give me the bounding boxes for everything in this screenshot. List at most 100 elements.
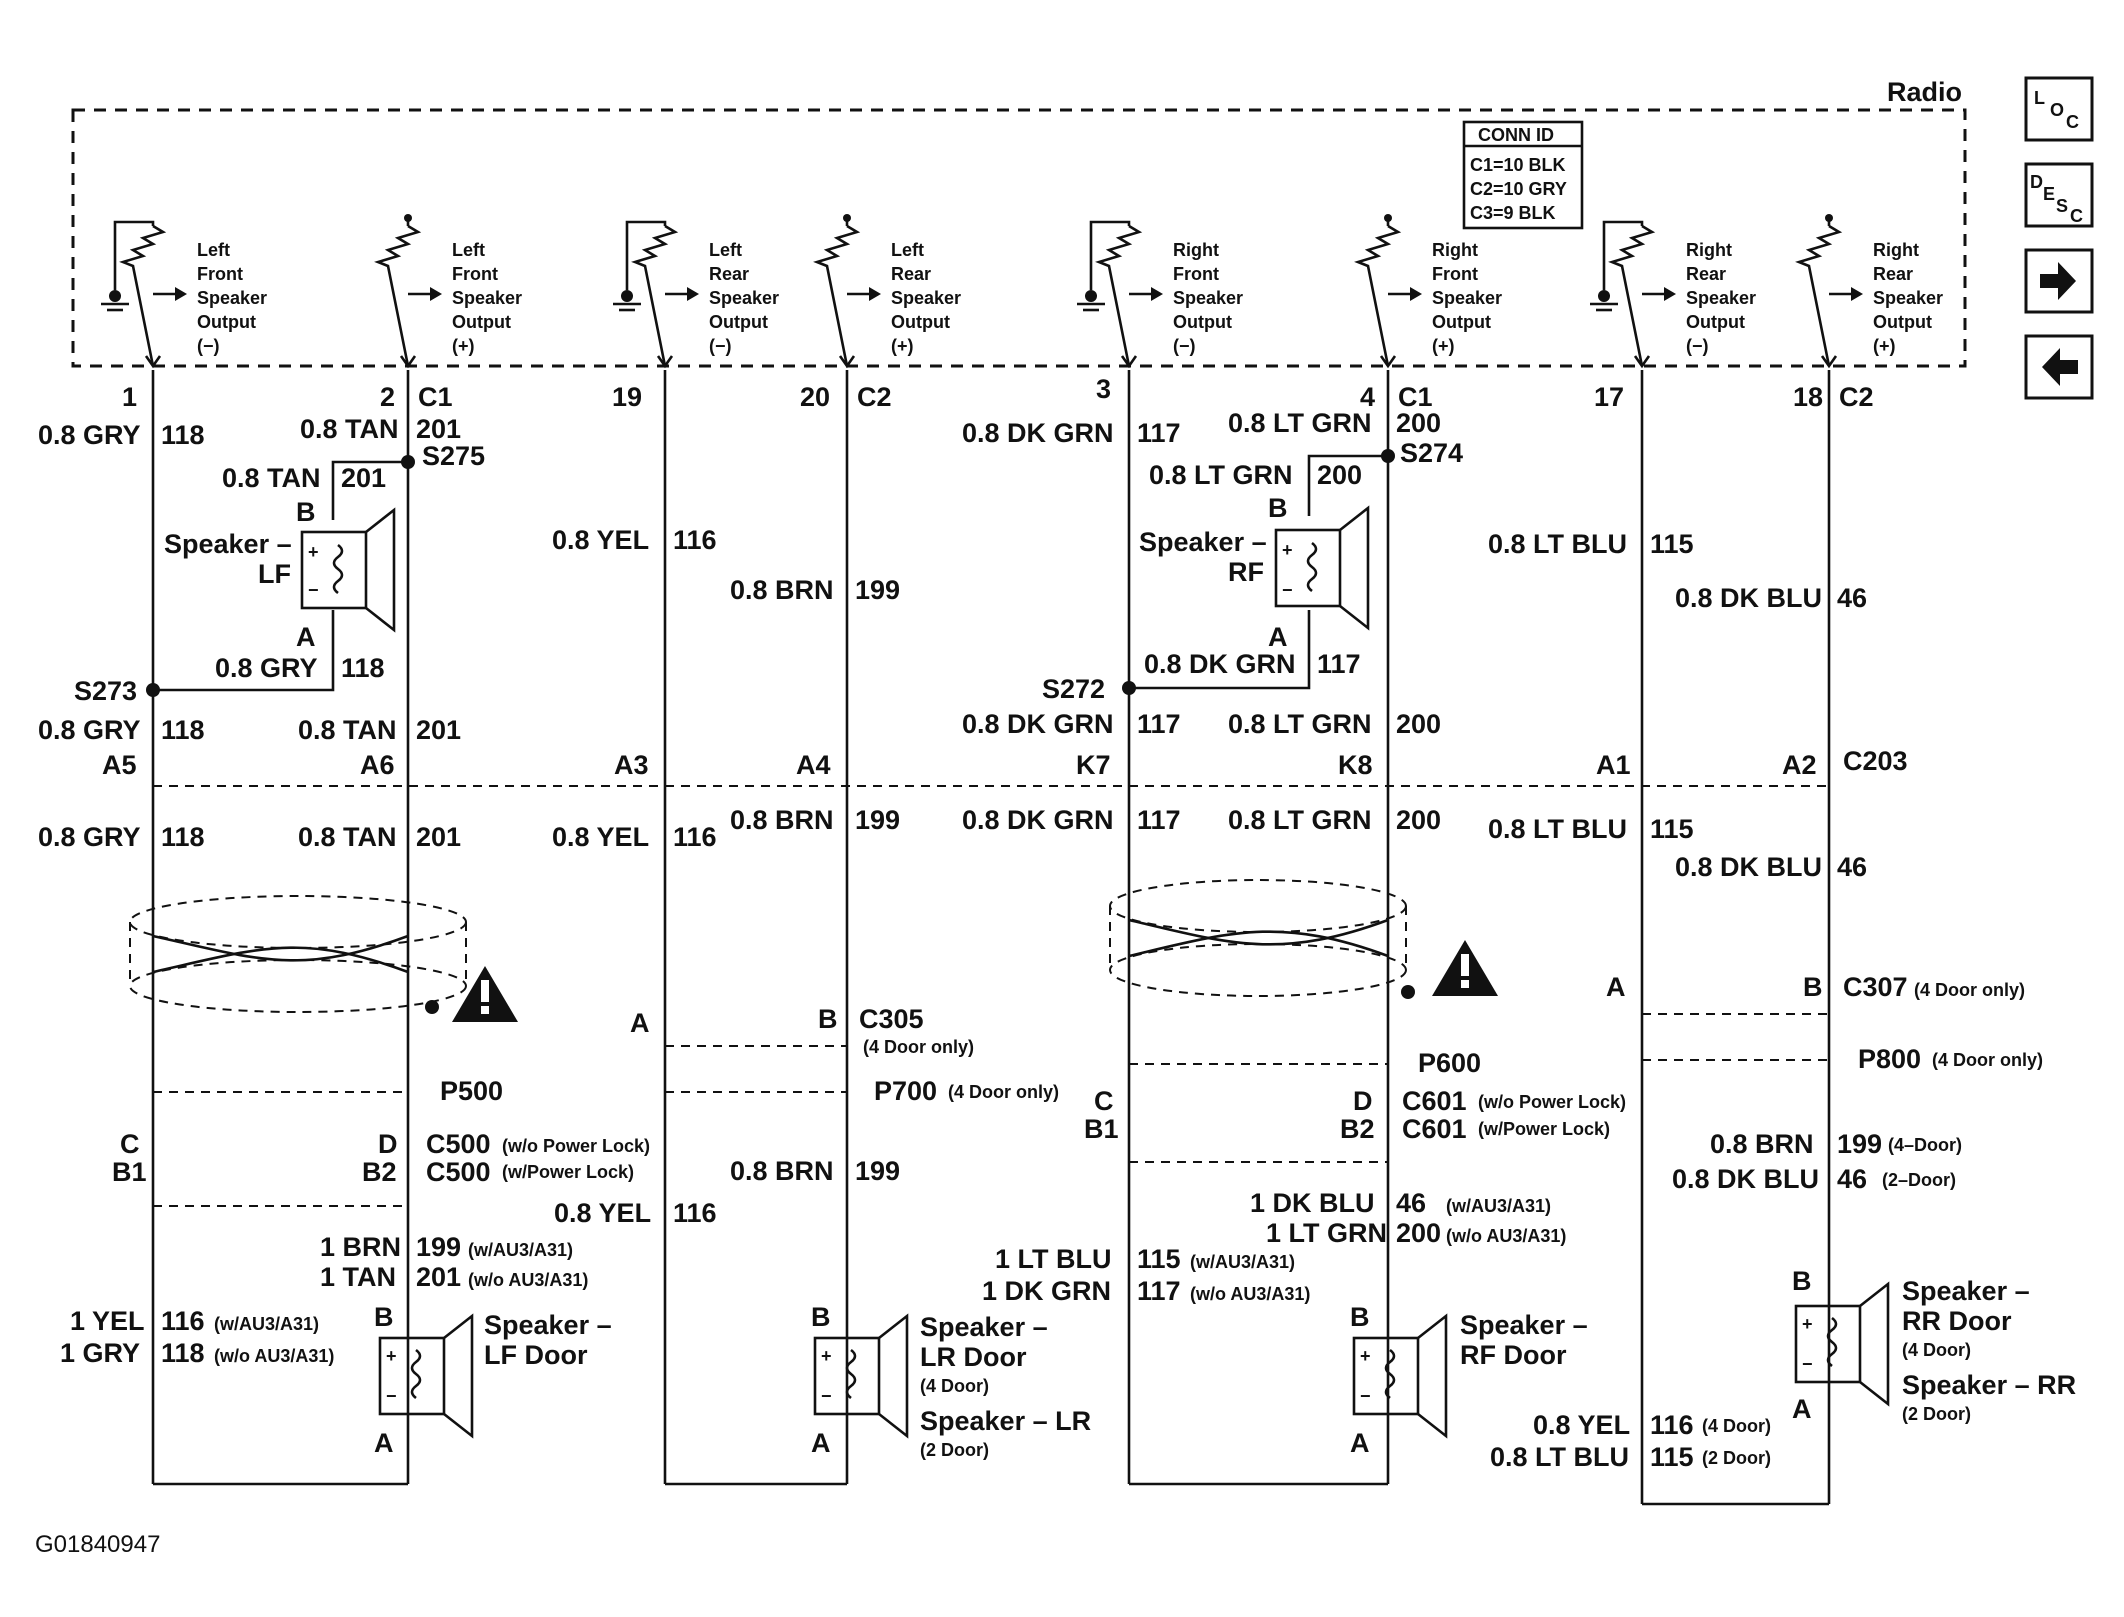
svg-text:P700: P700 xyxy=(874,1076,937,1106)
svg-text:0.8 DK GRN: 0.8 DK GRN xyxy=(962,418,1114,448)
svg-text:+: + xyxy=(821,1346,832,1366)
svg-text:201: 201 xyxy=(416,715,461,745)
svg-text:P500: P500 xyxy=(440,1076,503,1106)
svg-text:0.8 DK BLU: 0.8 DK BLU xyxy=(1675,583,1822,613)
next-arrow-button[interactable] xyxy=(2024,248,2094,314)
svg-text:(w/AU3/A31): (w/AU3/A31) xyxy=(214,1314,319,1334)
radio-title: Radio xyxy=(1887,77,1962,107)
svg-text:18: 18 xyxy=(1793,382,1823,412)
svg-text:B: B xyxy=(1803,972,1823,1002)
svg-text:0.8 LT GRN: 0.8 LT GRN xyxy=(1228,709,1372,739)
svg-text:+: + xyxy=(1802,1314,1813,1334)
svg-text:0.8 LT GRN: 0.8 LT GRN xyxy=(1228,408,1372,438)
output-label-line: Rear xyxy=(1686,264,1726,284)
svg-text:Speaker –: Speaker – xyxy=(1902,1276,2030,1306)
svg-text:C601: C601 xyxy=(1402,1086,1467,1116)
svg-text:117: 117 xyxy=(1137,805,1181,835)
diagram-id: G01840947 xyxy=(35,1531,160,1558)
svg-text:−: − xyxy=(1282,580,1293,600)
svg-text:D: D xyxy=(2030,172,2043,192)
c305-connector: A B C305 (4 Door only) xyxy=(630,1004,974,1057)
svg-text:0.8 TAN: 0.8 TAN xyxy=(298,822,397,852)
svg-text:0.8 DK GRN: 0.8 DK GRN xyxy=(1144,649,1296,679)
svg-text:A1: A1 xyxy=(1596,750,1631,780)
output-label-line: (−) xyxy=(197,336,220,356)
output-label-line: (+) xyxy=(1873,336,1896,356)
svg-text:0.8 GRY: 0.8 GRY xyxy=(38,715,141,745)
svg-text:117: 117 xyxy=(1137,418,1181,448)
svg-text:B: B xyxy=(1350,1302,1370,1332)
svg-text:A3: A3 xyxy=(614,750,649,780)
svg-text:C307: C307 xyxy=(1843,972,1908,1002)
svg-text:0.8 BRN: 0.8 BRN xyxy=(1710,1129,1814,1159)
wires xyxy=(151,370,1831,1506)
output-label-line: (−) xyxy=(709,336,732,356)
speaker-lr-door: + − B A Speaker – LR Door (4 Door) Speak… xyxy=(811,1302,1091,1460)
output-label-line: Front xyxy=(1173,264,1219,284)
output-label-line: Rear xyxy=(709,264,749,284)
svg-text:(2 Door): (2 Door) xyxy=(920,1440,989,1460)
svg-text:C500: C500 xyxy=(426,1157,491,1187)
output-label-line: Output xyxy=(891,312,950,332)
svg-text:46: 46 xyxy=(1837,1164,1867,1194)
c601-connector: C B1 D B2 C601 (w/o Power Lock) C601 (w/… xyxy=(1084,1086,1626,1163)
lower-wire-labels: 0.8 GRY 118 0.8 TAN 201 0.8 YEL 116 0.8 … xyxy=(38,805,1867,882)
svg-text:Speaker – LR: Speaker – LR xyxy=(920,1406,1091,1436)
svg-text:4: 4 xyxy=(1360,382,1375,412)
svg-text:S: S xyxy=(2056,196,2068,216)
svg-text:0.8 YEL: 0.8 YEL xyxy=(554,1198,651,1228)
svg-text:C: C xyxy=(2070,206,2083,226)
output-label-line: Speaker xyxy=(709,288,779,308)
door-wire-labels: 1 BRN 199 (w/AU3/A31) 1 TAN 201 (w/o AU3… xyxy=(60,1129,1962,1472)
loc-button[interactable]: LOC xyxy=(2024,76,2094,142)
svg-text:C1: C1 xyxy=(418,382,453,412)
output-label-line: Left xyxy=(891,240,924,260)
prev-arrow-button[interactable] xyxy=(2024,334,2094,400)
output-label-line: Front xyxy=(197,264,243,284)
svg-text:P600: P600 xyxy=(1418,1048,1481,1078)
output-label-line: Right xyxy=(1173,240,1219,260)
svg-text:P800: P800 xyxy=(1858,1044,1921,1074)
output-label-line: Left xyxy=(452,240,485,260)
svg-text:0.8 GRY: 0.8 GRY xyxy=(38,420,141,450)
svg-text:116: 116 xyxy=(673,822,717,852)
svg-text:199: 199 xyxy=(855,805,900,835)
svg-text:Speaker –: Speaker – xyxy=(1460,1310,1588,1340)
svg-text:C2=10 GRY: C2=10 GRY xyxy=(1470,179,1567,199)
svg-text:A5: A5 xyxy=(102,750,137,780)
output-label-line: Output xyxy=(1173,312,1232,332)
output-label-line: Output xyxy=(452,312,511,332)
svg-text:B1: B1 xyxy=(112,1157,147,1187)
speaker-rr-door: + − B A Speaker – RR Door (4 Door) Speak… xyxy=(1792,1266,2076,1424)
svg-text:0.8 LT BLU: 0.8 LT BLU xyxy=(1488,529,1627,559)
twisted-pair-left xyxy=(129,895,518,1022)
svg-text:−: − xyxy=(308,580,319,600)
svg-text:(w/o AU3/A31): (w/o AU3/A31) xyxy=(214,1346,334,1366)
speaker-lf: + − Speaker – LF B A 0.8 TAN 201 0.8 GRY… xyxy=(74,441,485,706)
svg-text:C305: C305 xyxy=(859,1004,924,1034)
output-label-line: Rear xyxy=(891,264,931,284)
svg-text:(4 Door): (4 Door) xyxy=(920,1376,989,1396)
svg-text:A4: A4 xyxy=(796,750,831,780)
c307-connector: A B C307 (4 Door only) xyxy=(1606,972,2025,1015)
svg-text:201: 201 xyxy=(416,414,461,444)
svg-text:46: 46 xyxy=(1396,1188,1426,1218)
output-label-line: Speaker xyxy=(452,288,522,308)
svg-text:LR Door: LR Door xyxy=(920,1342,1027,1372)
svg-text:200: 200 xyxy=(1396,408,1441,438)
svg-text:C: C xyxy=(2066,112,2079,132)
svg-text:C1=10 BLK: C1=10 BLK xyxy=(1470,155,1566,175)
svg-text:A: A xyxy=(296,622,316,652)
svg-text:0.8 GRY: 0.8 GRY xyxy=(38,822,141,852)
svg-text:0.8 DK GRN: 0.8 DK GRN xyxy=(962,709,1114,739)
svg-text:S272: S272 xyxy=(1042,674,1105,704)
svg-text:L: L xyxy=(2034,88,2045,108)
svg-text:118: 118 xyxy=(161,822,205,852)
svg-text:Speaker –: Speaker – xyxy=(920,1312,1048,1342)
svg-text:(4 Door only): (4 Door only) xyxy=(1932,1050,2043,1070)
output-label-line: (+) xyxy=(1432,336,1455,356)
